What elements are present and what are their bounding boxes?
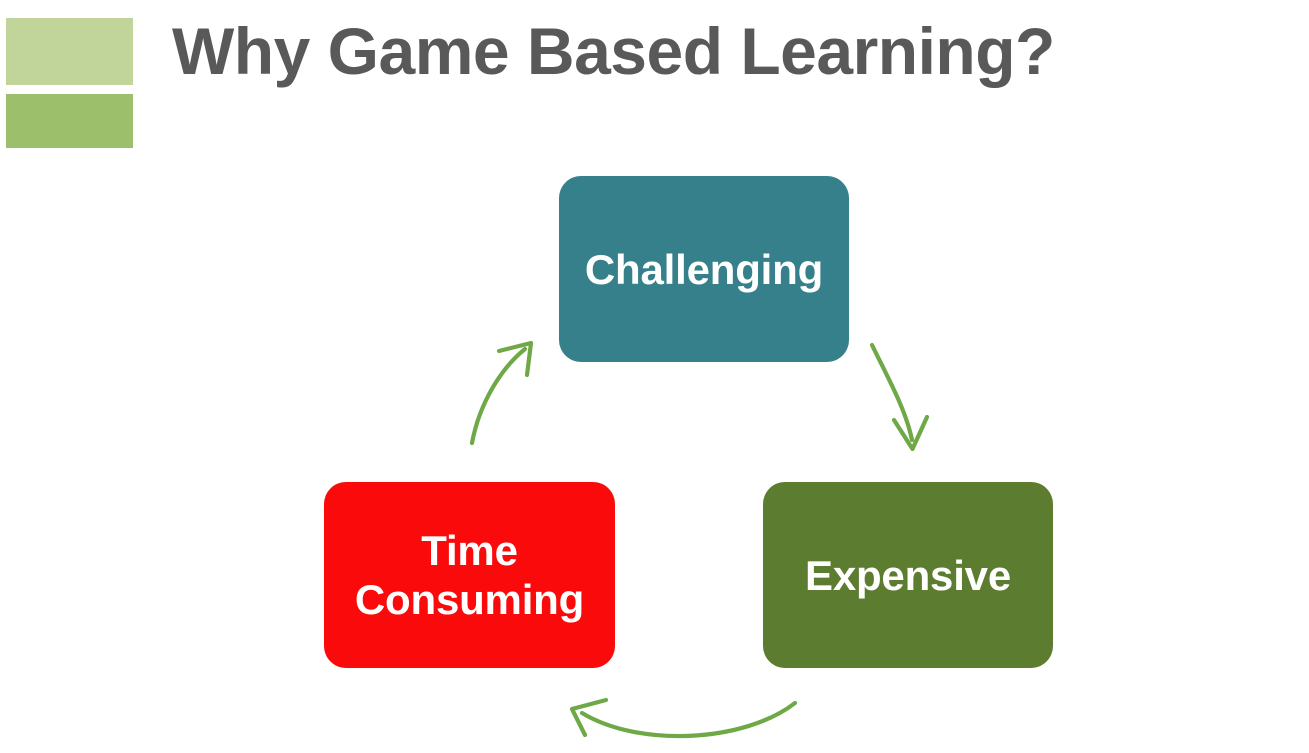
arrow-challenging-to-expensive-icon <box>869 342 930 452</box>
logo-bar-top-icon <box>6 18 133 85</box>
cycle-node-time-consuming-label: Time Consuming <box>354 527 585 623</box>
cycle-node-challenging[interactable]: Challenging <box>559 176 849 362</box>
cycle-node-expensive-label: Expensive <box>805 551 1011 599</box>
arrow-expensive-to-time-consuming-icon <box>569 697 798 739</box>
cycle-node-expensive[interactable]: Expensive <box>763 482 1053 668</box>
page-title: Why Game Based Learning? <box>172 14 1055 88</box>
cycle-node-time-consuming[interactable]: Time Consuming <box>324 482 615 668</box>
arrow-time-consuming-to-challenging-icon <box>469 340 534 446</box>
logo-mark <box>6 18 133 148</box>
logo-bar-bottom-icon <box>6 94 133 148</box>
cycle-node-challenging-label: Challenging <box>584 245 824 293</box>
